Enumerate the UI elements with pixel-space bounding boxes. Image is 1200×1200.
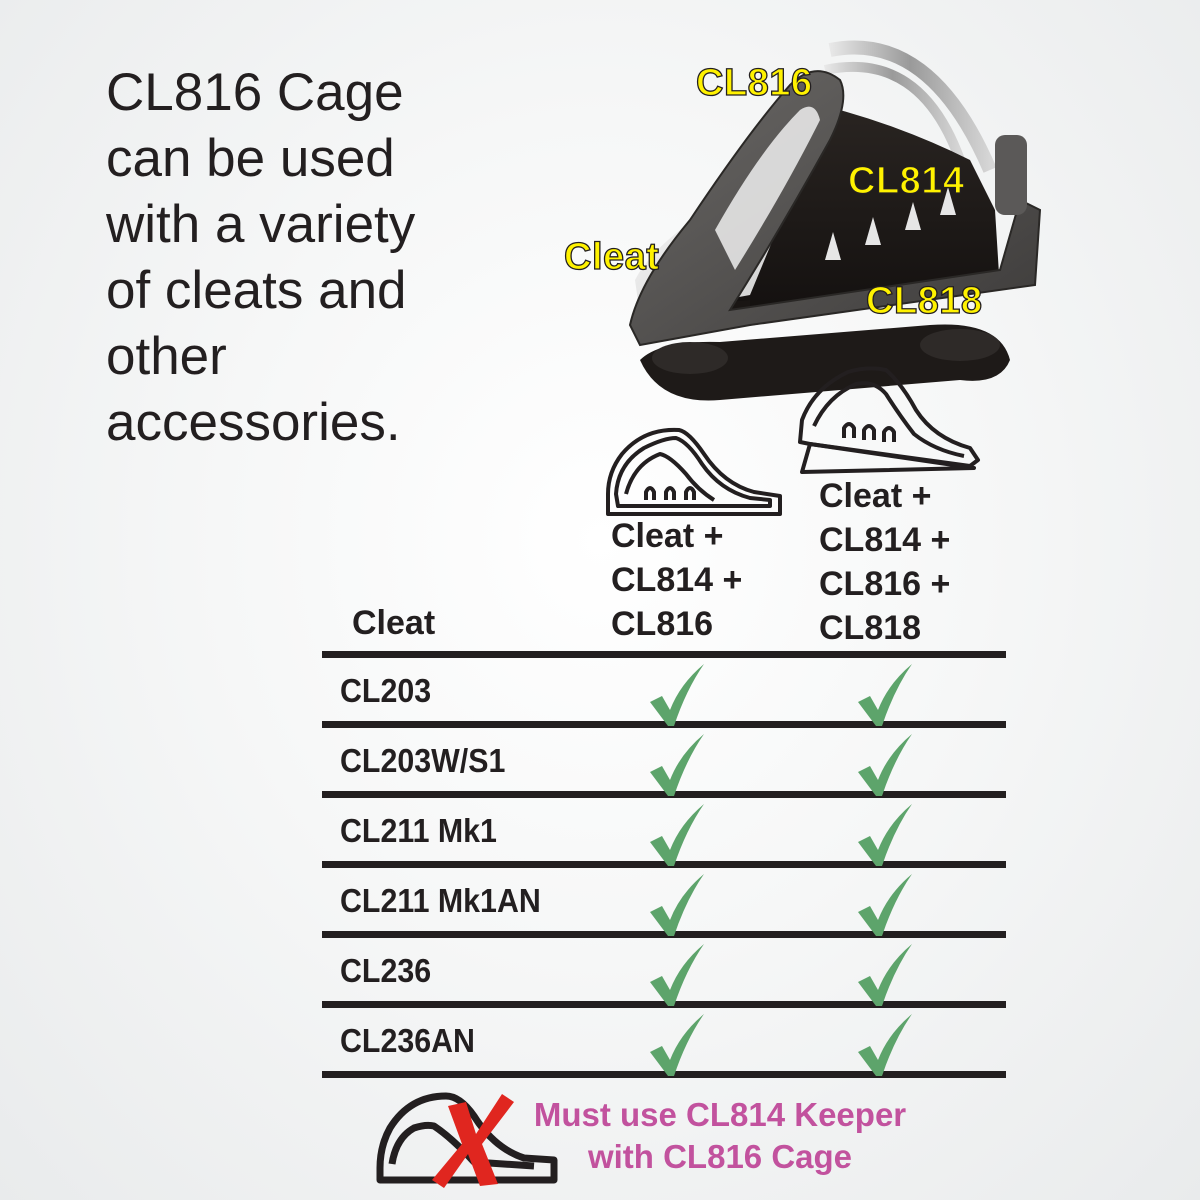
cleat-model: CL236	[340, 952, 432, 989]
intro-line: accessories.	[106, 393, 401, 452]
full-assembly-outline-icon	[798, 366, 980, 474]
cleat-keeper-cage-outline-icon	[606, 427, 782, 516]
check-mark-icon	[858, 874, 912, 936]
table-divider	[322, 931, 1006, 938]
column-header-line: CL816 +	[819, 565, 951, 603]
table-divider	[322, 861, 1006, 868]
warning-note: Must use CL814 Keeper with CL816 Cage	[500, 1094, 940, 1178]
table-divider	[322, 651, 1006, 658]
table-row: CL203	[322, 658, 1006, 726]
cleat-model: CL236AN	[340, 1022, 475, 1059]
callout-cl818: CL818	[865, 279, 983, 322]
column-header-line: CL818	[819, 609, 922, 647]
check-mark-icon	[650, 804, 704, 866]
check-mark-icon	[650, 1014, 704, 1076]
check-mark-icon	[858, 734, 912, 796]
check-mark-icon	[650, 944, 704, 1006]
intro-line: CL816 Cage	[106, 63, 404, 122]
table-divider	[322, 721, 1006, 728]
table-row: CL211 Mk1	[322, 798, 1006, 866]
table-row: CL236AN	[322, 1008, 1006, 1076]
callout-cl814: CL814	[847, 159, 965, 202]
compatibility-table: CL203 CL203W/S1 CL211 Mk1 CL211 Mk1AN CL…	[322, 651, 1006, 1078]
cleat-model: CL211 Mk1AN	[340, 882, 541, 919]
check-mark-icon	[650, 664, 704, 726]
check-mark-icon	[858, 944, 912, 1006]
column-header-line: Cleat +	[611, 517, 724, 555]
check-mark-icon	[858, 804, 912, 866]
warning-line: Must use CL814 Keeper	[533, 1096, 907, 1133]
intro-text: CL816 Cage can be used with a variety of…	[106, 60, 486, 456]
table-row: CL236	[322, 938, 1006, 1006]
column-header-cleat-cl814-cl816: Cleat + CL814 + CL816	[611, 514, 742, 646]
column-header-line: CL814 +	[611, 561, 743, 599]
table-divider	[322, 1001, 1006, 1008]
check-mark-icon	[650, 874, 704, 936]
cleat-model: CL211 Mk1	[340, 812, 497, 849]
product-image: CL816 CL814 Cleat CL818	[563, 40, 1050, 410]
callout-cl816: CL816	[695, 61, 813, 104]
column-header-line: CL814 +	[819, 521, 951, 559]
callout-cleat: Cleat	[563, 235, 660, 278]
column-header-cleat-cl814-cl816-cl818: Cleat + CL814 + CL816 + CL818	[819, 474, 950, 650]
check-mark-icon	[858, 1014, 912, 1076]
intro-line: of cleats and	[106, 261, 407, 320]
intro-line: with a variety	[106, 195, 416, 254]
cleat-model: CL203	[340, 672, 432, 709]
intro-line: other	[106, 327, 227, 386]
cleat-model: CL203W/S1	[340, 742, 506, 779]
column-header-line: CL816	[611, 605, 714, 643]
check-mark-icon	[650, 734, 704, 796]
table-row: CL211 Mk1AN	[322, 868, 1006, 936]
column-header-line: Cleat +	[819, 477, 932, 515]
intro-line: can be used	[106, 129, 395, 188]
crossed-out-cleat-icon	[376, 1092, 558, 1188]
table-divider	[322, 791, 1006, 798]
table-row: CL203W/S1	[322, 728, 1006, 796]
table-divider	[322, 1071, 1006, 1078]
cage-cleat-assembly-icon	[628, 40, 1042, 401]
column-header-cleat: Cleat	[352, 604, 436, 642]
warning-line: with CL816 Cage	[587, 1138, 853, 1175]
check-mark-icon	[858, 664, 912, 726]
